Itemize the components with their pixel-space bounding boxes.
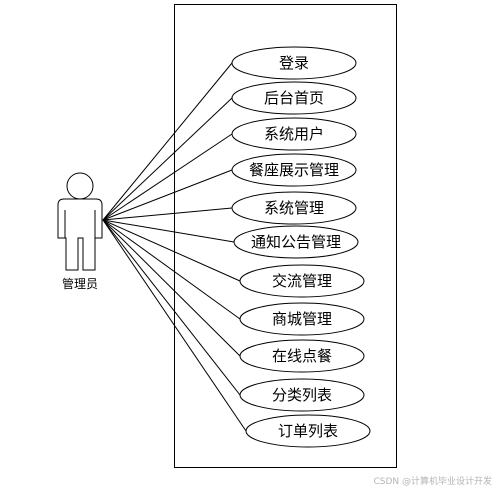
association-line: [102, 207, 233, 221]
use-case: 系统管理: [231, 191, 357, 225]
actor-figure: [57, 172, 103, 271]
use-case-ellipse: [239, 339, 365, 373]
association-line: [102, 219, 241, 320]
use-case-label: 订单列表: [278, 422, 338, 440]
use-case-label: 餐座展示管理: [249, 161, 339, 179]
use-case: 交流管理: [239, 264, 365, 298]
association-line: [102, 133, 233, 221]
use-case-label: 系统用户: [264, 125, 324, 143]
association-line: [102, 219, 235, 243]
use-case-ellipse: [231, 46, 357, 80]
use-case-ellipse: [231, 191, 357, 225]
association-line: [102, 219, 241, 282]
use-case-label: 商城管理: [272, 310, 332, 328]
use-case-label: 交流管理: [272, 272, 332, 290]
use-case: 后台首页: [231, 81, 357, 115]
actor-head: [66, 172, 94, 200]
use-case: 餐座展示管理: [231, 153, 357, 187]
use-case-label: 通知公告管理: [251, 233, 341, 251]
use-case-ellipse: [239, 302, 365, 336]
association-line: [102, 62, 233, 221]
association-line: [102, 169, 233, 221]
use-case-ellipse: [231, 117, 357, 151]
use-case-ellipse: [239, 264, 365, 298]
use-case: 通知公告管理: [233, 225, 359, 259]
use-case: 系统用户: [231, 117, 357, 151]
use-case: 商城管理: [239, 302, 365, 336]
association-line: [102, 219, 247, 432]
association-lines: [102, 62, 247, 432]
use-case: 订单列表: [245, 414, 371, 448]
use-case-ellipse: [245, 414, 371, 448]
watermark: CSDN @计算机毕业设计开发: [373, 475, 492, 487]
actor-label: 管理员: [62, 276, 98, 291]
system-boundary: [174, 4, 397, 468]
association-line: [102, 219, 241, 396]
use-case-label: 分类列表: [272, 386, 332, 404]
use-case-label: 系统管理: [264, 199, 324, 217]
use-case-ellipse: [231, 153, 357, 187]
actor-body: [57, 198, 103, 271]
use-case: 分类列表: [239, 378, 365, 412]
use-case-label: 后台首页: [264, 89, 324, 107]
use-case-ellipse: [233, 225, 359, 259]
association-line: [102, 97, 233, 221]
use-case-ellipse: [239, 378, 365, 412]
use-case-group: 登录后台首页系统用户餐座展示管理系统管理通知公告管理交流管理商城管理在线点餐分类…: [231, 46, 371, 448]
use-case-label: 在线点餐: [272, 347, 332, 365]
association-line: [102, 219, 241, 357]
use-case: 登录: [231, 46, 357, 80]
use-case-ellipse: [231, 81, 357, 115]
use-case-label: 登录: [279, 54, 309, 72]
use-case: 在线点餐: [239, 339, 365, 373]
